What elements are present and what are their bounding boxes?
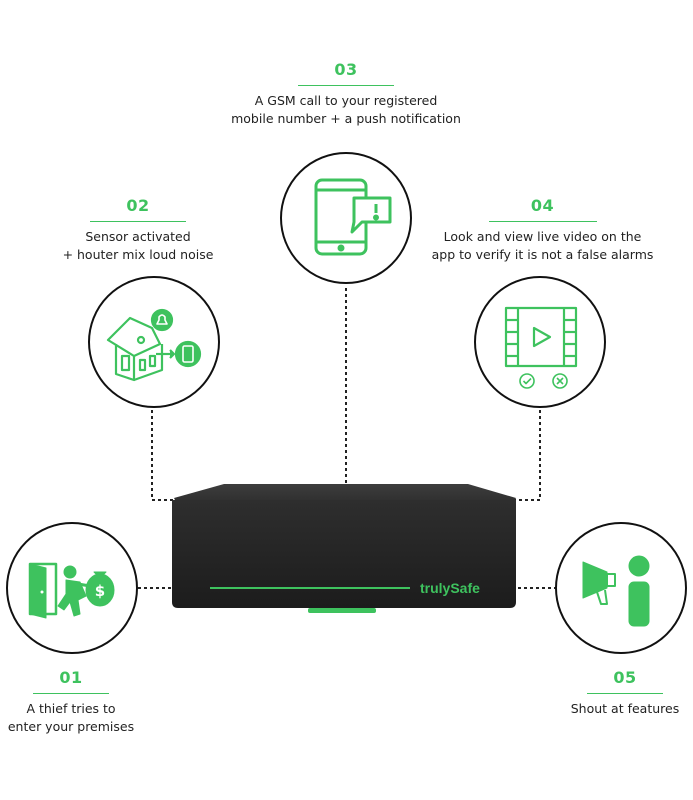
step-03-circle (280, 152, 412, 284)
step-divider (488, 221, 597, 222)
step-03: 03 A GSM call to your registered mobile … (196, 60, 496, 128)
thief-door-icon: $ (28, 562, 115, 619)
step-description-line: + houter mix loud noise (62, 247, 214, 262)
device-base-light (308, 608, 376, 613)
svg-text:$: $ (95, 582, 105, 600)
device-front (172, 500, 516, 608)
step-05-circle (555, 522, 687, 654)
step-description-line: Sensor activated (85, 229, 191, 244)
step-number: 01 (59, 668, 83, 687)
step-description-line: enter your premises (7, 719, 135, 734)
video-player-icon (504, 306, 578, 389)
trulysafe-device: trulySafe (172, 484, 516, 613)
step-divider (33, 693, 109, 694)
device-led-strip (210, 587, 410, 589)
step-04-circle (474, 276, 606, 408)
step-divider (587, 693, 663, 694)
connector-04 (512, 410, 541, 501)
step-number: 04 (530, 196, 555, 215)
step-description-line: Look and view live video on the (443, 229, 642, 244)
step-divider (90, 221, 186, 222)
step-description-line: A thief tries to (26, 701, 116, 716)
step-number: 03 (334, 60, 358, 79)
step-04: 04 Look and view live video on the app t… (400, 196, 685, 264)
device-brand-label: trulySafe (420, 580, 480, 596)
step-description-line: A GSM call to your registered (254, 93, 438, 108)
tablet-alert-icon (314, 178, 392, 256)
step-02: 02 Sensor activated + houter mix loud no… (18, 196, 258, 264)
step-divider (298, 85, 394, 86)
step-05: 05 Shout at features (560, 668, 690, 718)
step-description-line: mobile number + a push notification (231, 111, 461, 126)
step-02-circle (88, 276, 220, 408)
step-description-line: Shout at features (570, 701, 680, 716)
step-number: 05 (613, 668, 637, 687)
connector-02 (151, 410, 175, 501)
step-01: 01 A thief tries to enter your premises (0, 668, 142, 736)
house-alarm-icon (106, 308, 202, 382)
step-01-circle: $ (6, 522, 138, 654)
step-description-line: app to verify it is not a false alarms (431, 247, 654, 262)
megaphone-person-icon (582, 555, 650, 627)
step-number: 02 (126, 196, 150, 215)
